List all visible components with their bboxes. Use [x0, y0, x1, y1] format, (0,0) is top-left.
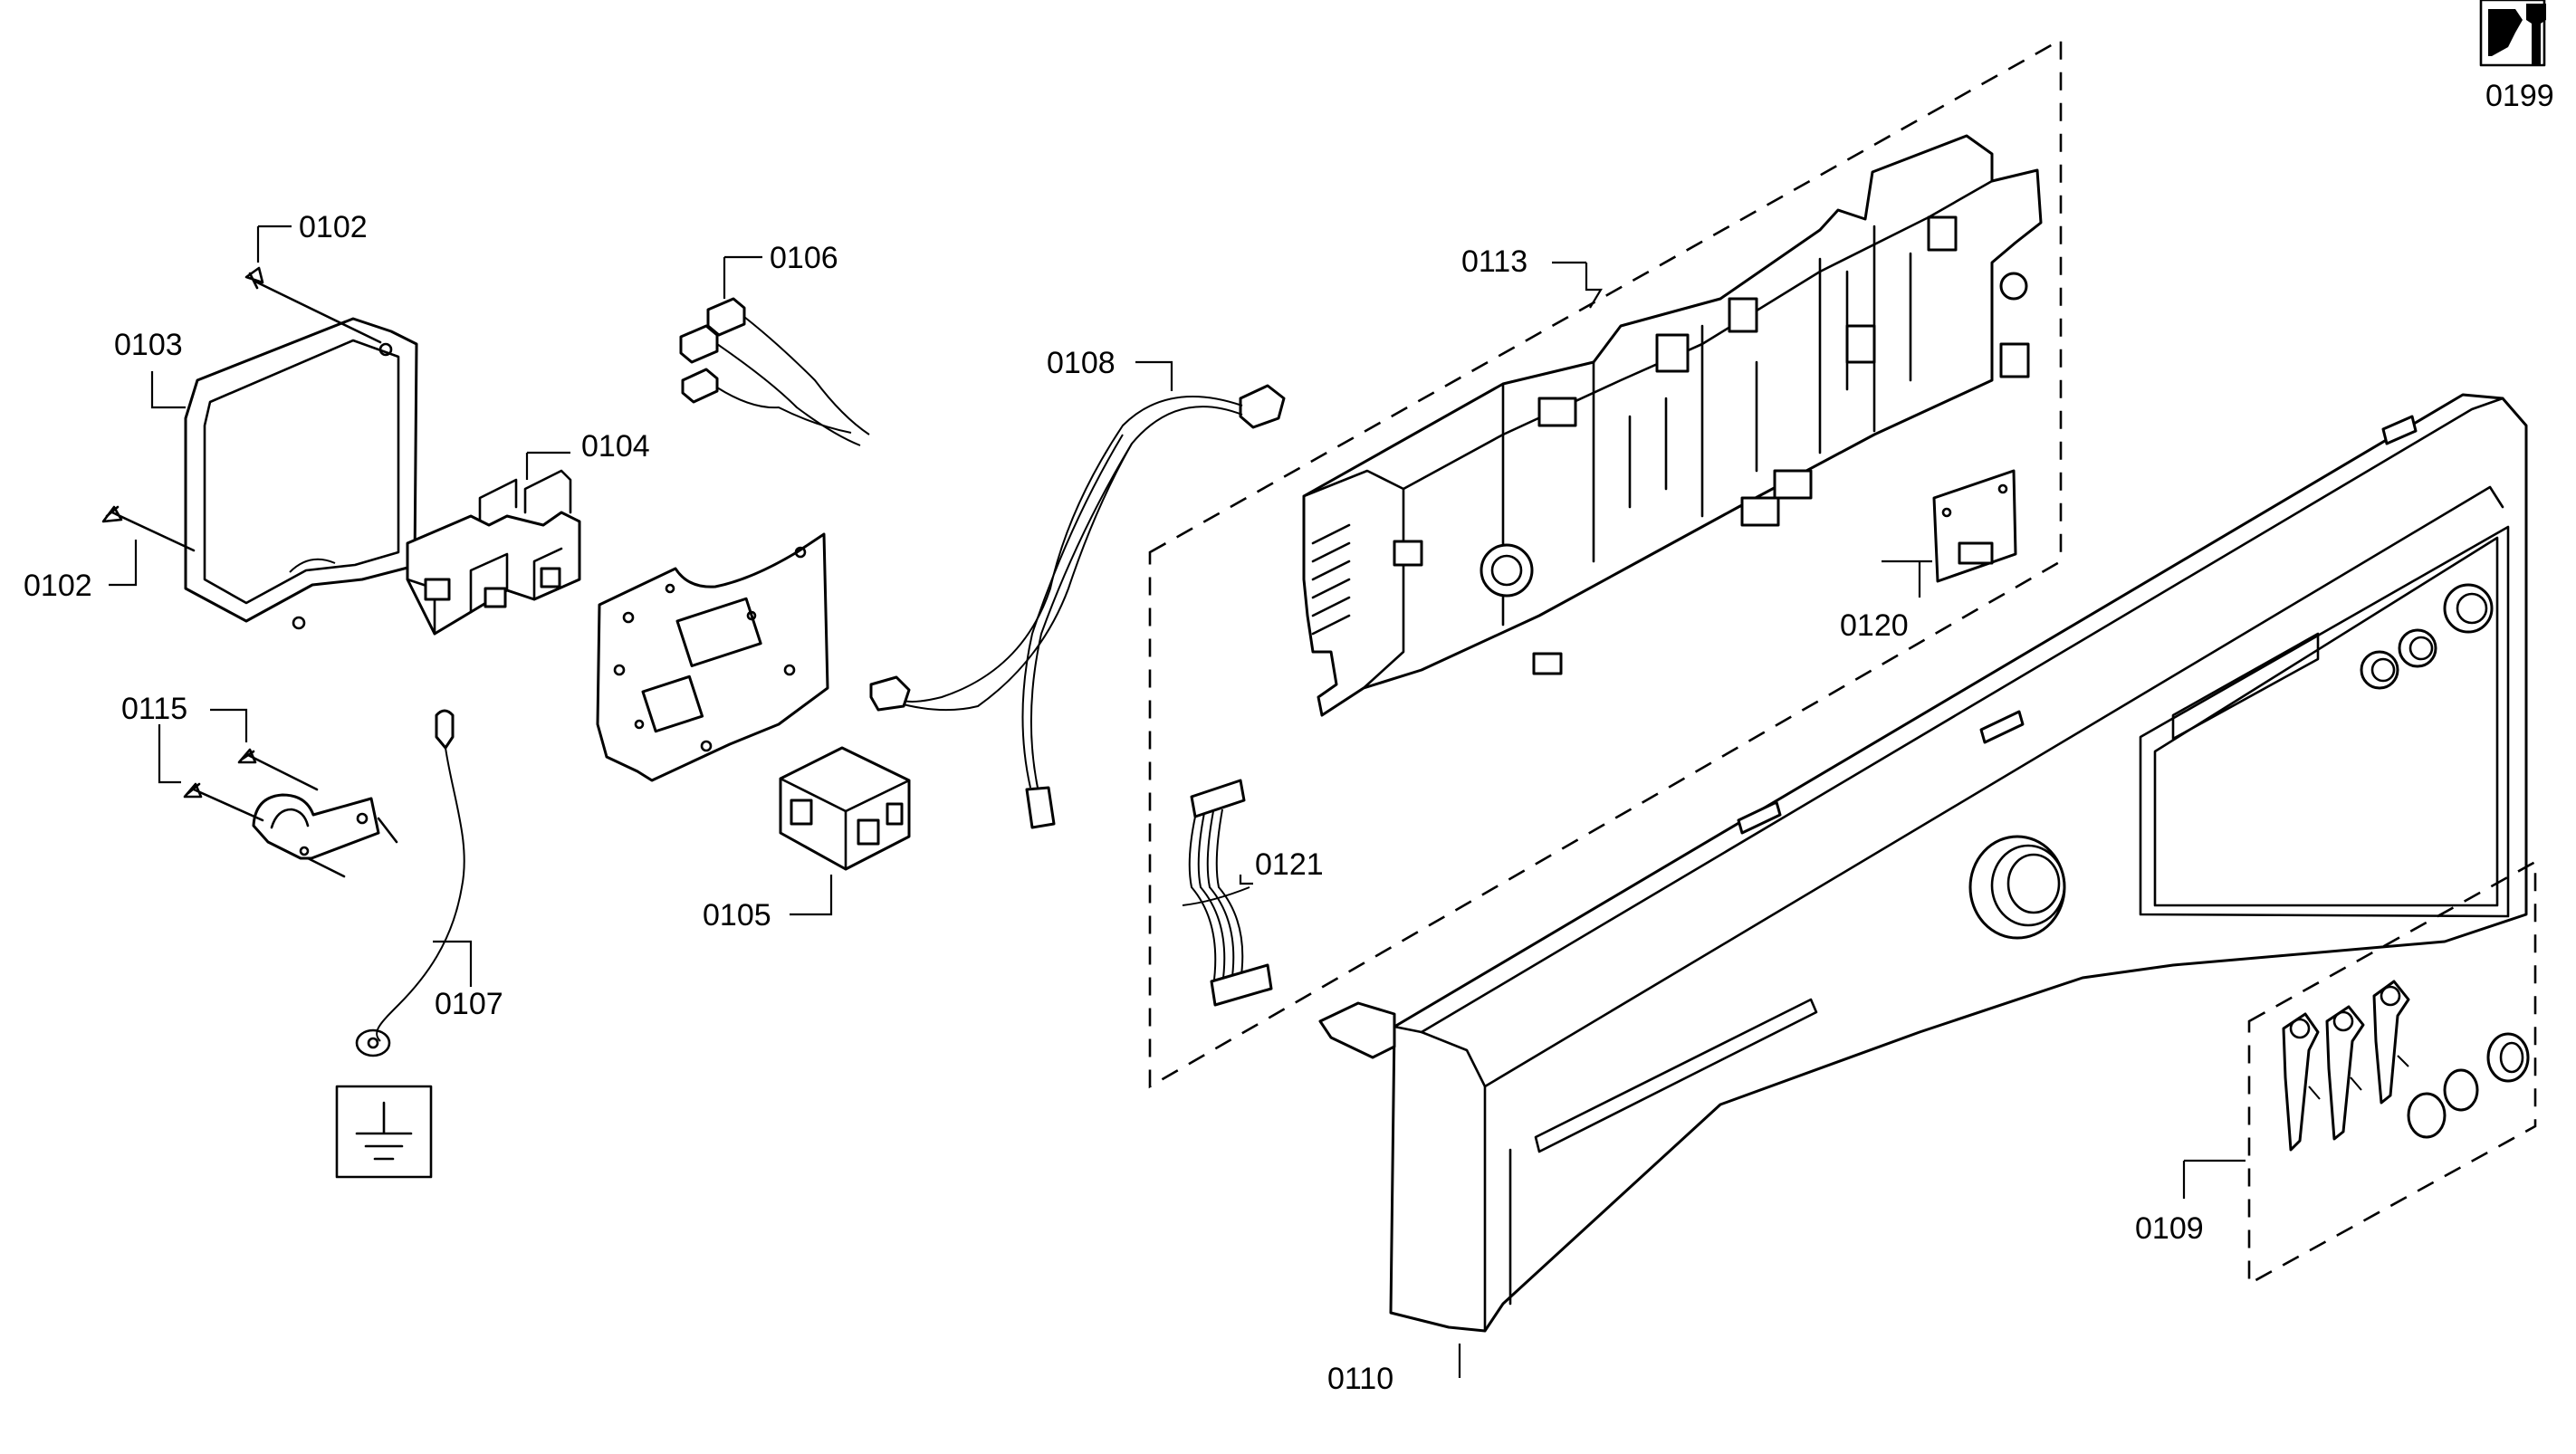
part-label-0109: 0109	[2135, 1211, 2204, 1246]
part-0113-control-module	[1302, 134, 2043, 717]
part-0102-screw-left	[101, 505, 196, 552]
leader-0121	[1239, 875, 1253, 885]
leader-0115-a	[210, 708, 248, 742]
part-label-0115: 0115	[121, 692, 187, 726]
ground-symbol-icon	[335, 1085, 433, 1179]
leader-0102b	[109, 540, 138, 587]
part-label-0104: 0104	[581, 429, 650, 464]
leader-0113	[1585, 263, 1603, 309]
part-label-0110: 0110	[1327, 1362, 1393, 1396]
leader-0108	[1135, 360, 1173, 391]
leader-0103	[150, 371, 186, 409]
part-label-0108: 0108	[1047, 346, 1116, 380]
part-0115-bracket	[183, 748, 398, 878]
part-label-0107: 0107	[435, 987, 503, 1021]
part-label-0120: 0120	[1840, 608, 1909, 643]
part-label-0102-top: 0102	[299, 210, 368, 244]
leader-0105	[790, 875, 833, 916]
part-0106-connector	[679, 297, 870, 446]
part-label-0121: 0121	[1255, 847, 1324, 882]
part-label-0105: 0105	[703, 898, 771, 933]
leader-0107	[433, 940, 473, 987]
part-0104-switch	[406, 469, 581, 636]
part-label-0106: 0106	[770, 241, 838, 275]
part-0109-buttons	[2282, 980, 2530, 1152]
dashed-outline-0109	[2247, 859, 2537, 1287]
part-0110-control-panel	[1318, 393, 2528, 1333]
wrench-icon	[2479, 0, 2546, 67]
part-0102-screw-top	[244, 266, 382, 344]
leader-0115-b	[158, 724, 181, 784]
part-0108-harness	[869, 384, 1286, 829]
part-0120-pcb	[1932, 469, 2017, 583]
part-label-0103: 0103	[114, 328, 183, 362]
part-label-0199: 0199	[2485, 79, 2554, 113]
part-0103-cover	[184, 317, 418, 630]
part-0105-relay	[779, 746, 911, 871]
part-label-0102-left: 0102	[24, 569, 92, 603]
part-label-0113: 0113	[1461, 244, 1527, 279]
mounting-plate	[596, 532, 829, 782]
part-0107-earth-lead	[355, 709, 465, 1057]
part-0121-ribbon	[1182, 779, 1273, 1007]
